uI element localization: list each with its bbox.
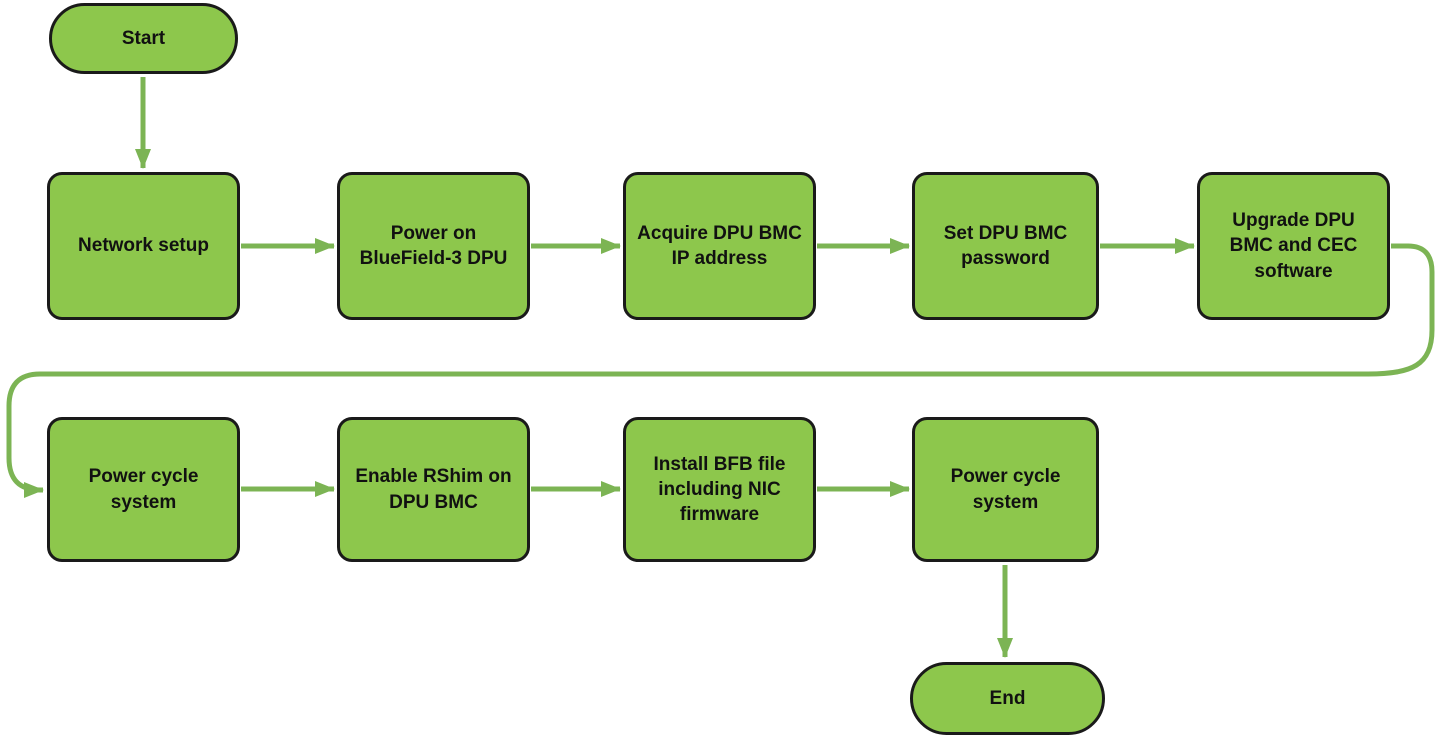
node-acquire-dpu-bmc-ip-address: Acquire DPU BMC IP address	[623, 172, 816, 320]
node-upgrade-dpu-bmc-and-cec-software: Upgrade DPU BMC and CEC software	[1197, 172, 1390, 320]
node-set-dpu-bmc-password: Set DPU BMC password	[912, 172, 1099, 320]
node-network-setup: Network setup	[47, 172, 240, 320]
node-install-bfb-file-including-nic-firmware: Install BFB file including NIC firmware	[623, 417, 816, 562]
node-power-cycle-system-1: Power cycle system	[47, 417, 240, 562]
node-end: End	[910, 662, 1105, 735]
node-power-on-bluefield-3-dpu: Power on BlueField-3 DPU	[337, 172, 530, 320]
node-start: Start	[49, 3, 238, 74]
node-enable-rshim-on-dpu-bmc: Enable RShim on DPU BMC	[337, 417, 530, 562]
node-power-cycle-system-2: Power cycle system	[912, 417, 1099, 562]
